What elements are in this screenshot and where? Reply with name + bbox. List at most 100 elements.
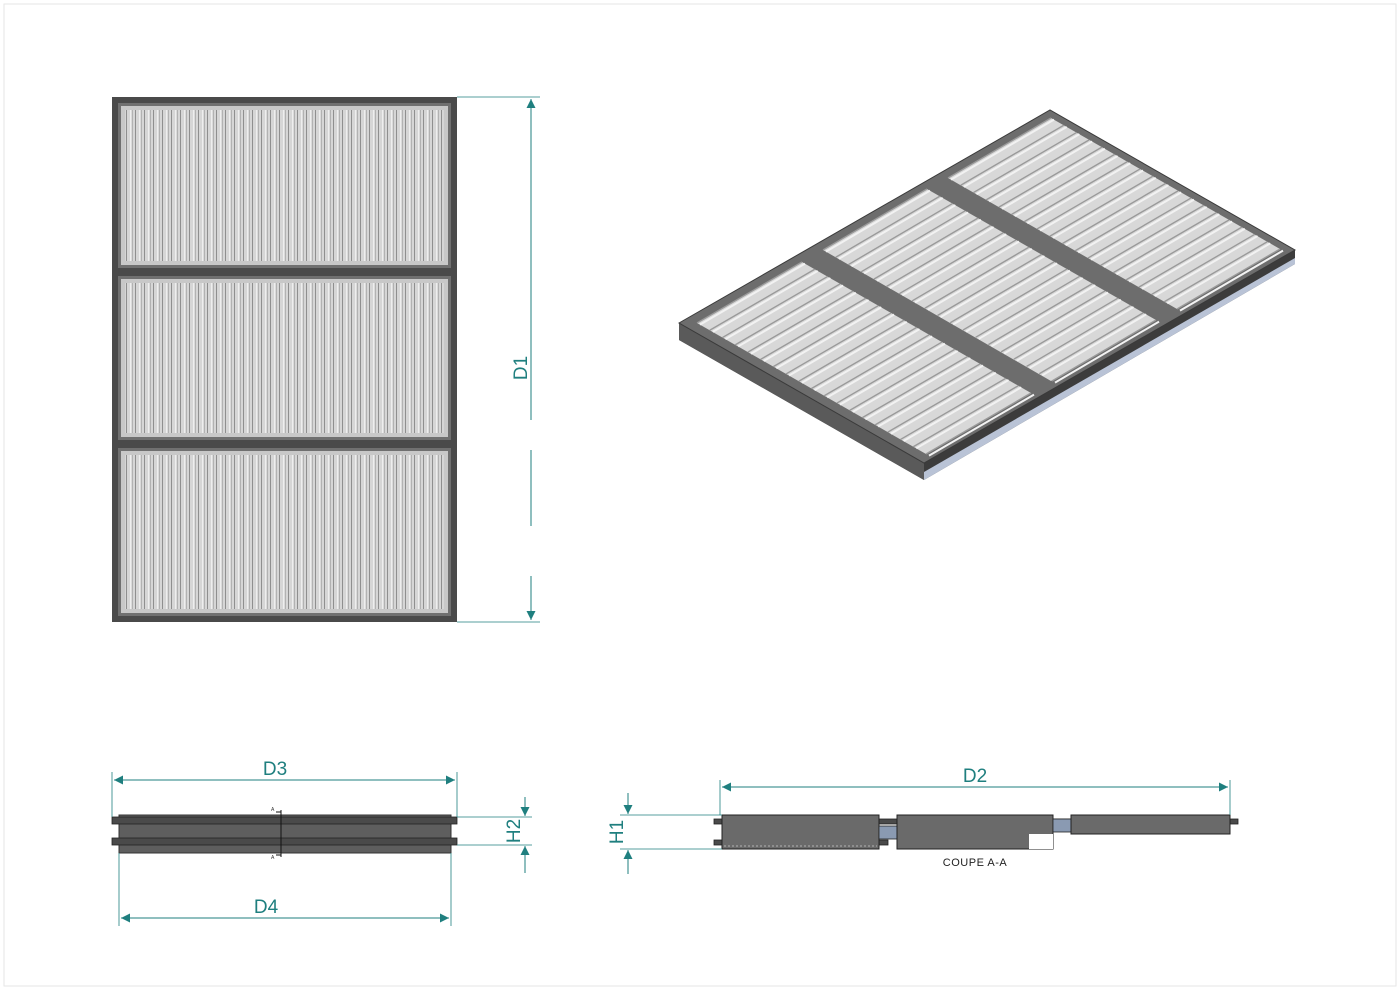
iso-pleat-highlight: [850, 204, 956, 268]
iso-pleat-line: [911, 239, 1017, 302]
iso-pleat-highlight: [914, 240, 1020, 304]
iso-pleat-line: [1100, 204, 1205, 266]
iso-pleat-line: [862, 356, 968, 419]
iso-pleat-line: [1023, 161, 1128, 223]
front-panel-3: [118, 448, 451, 616]
iso-pleat-highlight: [963, 126, 1068, 188]
iso-pleat-line: [785, 312, 892, 375]
iso-pleat-highlight: [863, 211, 969, 275]
iso-pleat-line: [696, 261, 803, 324]
dimension-d4: D4: [118, 853, 452, 926]
iso-pleat-highlight: [801, 320, 908, 384]
iso-pleat-line: [998, 146, 1103, 208]
iso-pleat-highlight: [950, 118, 1055, 181]
dimension-h1: H1: [607, 793, 722, 874]
iso-pleat-line: [1151, 233, 1255, 296]
iso-pleat-line: [874, 363, 981, 426]
iso-pleat-line: [1163, 241, 1268, 303]
iso-pleat-line: [1074, 190, 1179, 252]
iso-pleat-highlight: [838, 197, 944, 260]
iso-pleat-line: [760, 297, 866, 360]
iso-pleat-line: [1038, 312, 1144, 375]
front-divider-2: [112, 440, 457, 448]
iso-pleat-line: [912, 385, 1019, 448]
sheet-border: [3, 3, 1397, 987]
iso-pleat-highlight: [788, 313, 895, 377]
iso-pleat-line: [973, 131, 1077, 194]
iso-pleat-highlight: [901, 233, 1007, 297]
iso-pleat-line: [1011, 153, 1115, 215]
iso-pleat-line: [836, 341, 943, 404]
dimension-h2-label: H2: [504, 819, 525, 843]
iso-pleat-highlight: [965, 269, 1071, 333]
section-cell-3: [1070, 814, 1231, 835]
iso-pleat-line: [772, 305, 879, 368]
iso-pleat-line: [1062, 182, 1166, 245]
section-marker-top: A: [271, 807, 275, 813]
iso-pleat-line: [1087, 197, 1192, 259]
iso-pleat-highlight: [1128, 220, 1233, 283]
iso-pleat-line: [947, 117, 1052, 179]
iso-pleat-highlight: [975, 133, 1080, 196]
iso-pleats: [696, 117, 1284, 457]
iso-pleat-line: [1049, 175, 1154, 237]
iso-pleat-line: [887, 370, 994, 433]
iso-pleat-highlight: [1103, 206, 1208, 268]
iso-pleat-highlight: [889, 226, 995, 289]
iso-pleat-highlight: [1029, 306, 1135, 369]
iso-pleat-highlight: [724, 277, 831, 341]
dimension-h2: H2: [457, 797, 532, 873]
section-joint-2: [1052, 818, 1072, 833]
section-cell-1: [721, 814, 880, 850]
dimension-d2-label: D2: [963, 766, 987, 787]
iso-pleat-line: [962, 268, 1068, 331]
iso-pleat-highlight: [1077, 191, 1182, 254]
iso-pleat-line: [835, 195, 941, 258]
iso-pleat-line: [1176, 248, 1281, 310]
front-view: [112, 97, 457, 622]
iso-pleat-highlight: [903, 379, 1010, 442]
iso-pleat-highlight: [928, 393, 1035, 457]
iso-pleat-highlight: [927, 247, 1033, 311]
section-cell-2: [896, 814, 1054, 850]
side-view: A A: [111, 807, 458, 861]
section-view: COUPE A-A: [713, 814, 1239, 869]
iso-pleat-highlight: [939, 255, 1046, 318]
section-marker-bottom: A: [271, 855, 275, 861]
dimension-d1: D1: [457, 96, 540, 623]
iso-pleat-highlight: [1166, 242, 1271, 305]
iso-pleat-line: [886, 224, 991, 287]
dimension-d3-label: D3: [263, 759, 287, 780]
iso-pleat-line: [1026, 304, 1131, 368]
iso-pleat-highlight: [775, 306, 882, 370]
iso-pleat-highlight: [1115, 213, 1220, 276]
section-caption: COUPE A-A: [943, 857, 1008, 869]
iso-pleat-line: [873, 217, 979, 280]
iso-pleat-highlight: [1003, 291, 1109, 355]
iso-pleat-highlight: [712, 270, 819, 333]
iso-pleat-line: [988, 283, 1093, 346]
iso-pleat-highlight: [1054, 320, 1160, 384]
dimension-d3: D3: [111, 759, 458, 817]
iso-pleat-line: [949, 261, 1055, 324]
iso-pleat-line: [823, 334, 930, 397]
dimension-d4-label: D4: [254, 897, 279, 918]
iso-pleat-highlight: [813, 328, 921, 391]
iso-pleat-line: [1138, 226, 1243, 288]
iso-pleat-line: [722, 275, 828, 339]
iso-pleat-highlight: [763, 299, 870, 362]
iso-pleat-line: [937, 253, 1042, 317]
iso-pleat-highlight: [864, 357, 971, 421]
front-divider-1: [112, 268, 457, 276]
iso-pleat-highlight: [1014, 155, 1119, 217]
iso-pleat-line: [734, 283, 841, 346]
iso-pleat-line: [975, 275, 1081, 338]
iso-pleat-line: [1051, 319, 1157, 382]
iso-pleat-line: [860, 210, 966, 273]
iso-pleat-highlight: [737, 284, 844, 348]
side-bottom-flange: [111, 837, 458, 846]
iso-pleat-highlight: [699, 262, 806, 326]
iso-pleat-highlight: [1154, 235, 1259, 297]
iso-pleat-line: [811, 326, 917, 390]
